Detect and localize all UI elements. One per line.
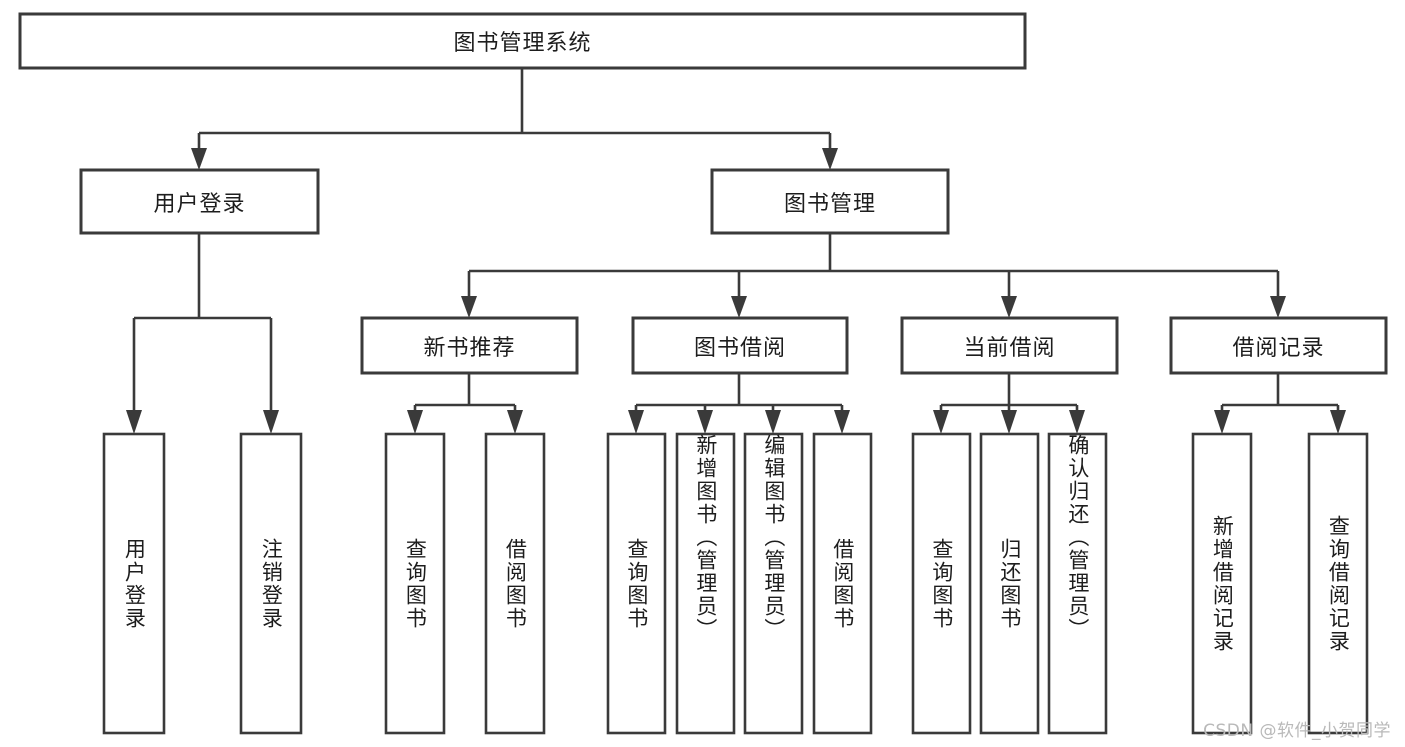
node-box-book-mgmt[interactable] — [710, 168, 950, 235]
arrow-head-query-book-1 — [407, 410, 423, 434]
arrow-head-add-record — [1214, 410, 1230, 434]
node-box-leaf-logout[interactable] — [239, 432, 303, 735]
node-box-root[interactable] — [18, 12, 1027, 70]
arrow-head-logout — [263, 410, 279, 434]
arrow-head-user-login — [126, 410, 142, 434]
arrow-head-query-book-3 — [933, 410, 949, 434]
node-box-book-borrow[interactable] — [631, 316, 849, 375]
arrow-head-book-borrow — [731, 296, 747, 318]
node-box-new-book-rec[interactable] — [360, 316, 579, 375]
node-box-current-borrow[interactable] — [900, 316, 1119, 375]
arrow-head-borrow-record — [1270, 296, 1286, 318]
arrow-head-borrow-book-1 — [507, 410, 523, 434]
node-box-login[interactable] — [79, 168, 320, 235]
arrow-head-return-book — [1001, 410, 1017, 434]
node-box-leaf-add-book[interactable] — [675, 432, 736, 735]
arrow-head-query-book-2 — [628, 410, 644, 434]
node-box-leaf-edit-book[interactable] — [743, 432, 804, 735]
arrow-head-login — [191, 148, 207, 170]
arrow-head-new-book-rec — [461, 296, 477, 318]
node-box-leaf-query-book-1[interactable] — [384, 432, 446, 735]
node-box-leaf-borrow-book-1[interactable] — [484, 432, 546, 735]
node-box-leaf-query-record[interactable] — [1307, 432, 1369, 735]
node-box-leaf-user-login[interactable] — [102, 432, 166, 735]
arrow-head-confirm-return — [1069, 410, 1085, 434]
node-box-leaf-query-book-2[interactable] — [606, 432, 667, 735]
arrow-head-add-book — [697, 410, 713, 434]
node-box-leaf-confirm-return[interactable] — [1047, 432, 1108, 735]
connector-layer — [126, 68, 1346, 434]
arrow-head-query-record — [1330, 410, 1346, 434]
arrow-head-borrow-book-2 — [834, 410, 850, 434]
node-box-leaf-add-record[interactable] — [1191, 432, 1253, 735]
arrow-head-edit-book — [765, 410, 781, 434]
node-box-leaf-return-book[interactable] — [979, 432, 1040, 735]
arrow-head-current-borrow — [1001, 296, 1017, 318]
node-box-leaf-borrow-book-2[interactable] — [812, 432, 873, 735]
node-box-borrow-record[interactable] — [1169, 316, 1388, 375]
node-box-layer — [18, 12, 1388, 735]
watermark-text: CSDN @软件_小贺同学 — [1203, 721, 1391, 741]
node-box-leaf-query-book-3[interactable] — [911, 432, 972, 735]
arrow-head-bookmgmt — [822, 148, 838, 170]
